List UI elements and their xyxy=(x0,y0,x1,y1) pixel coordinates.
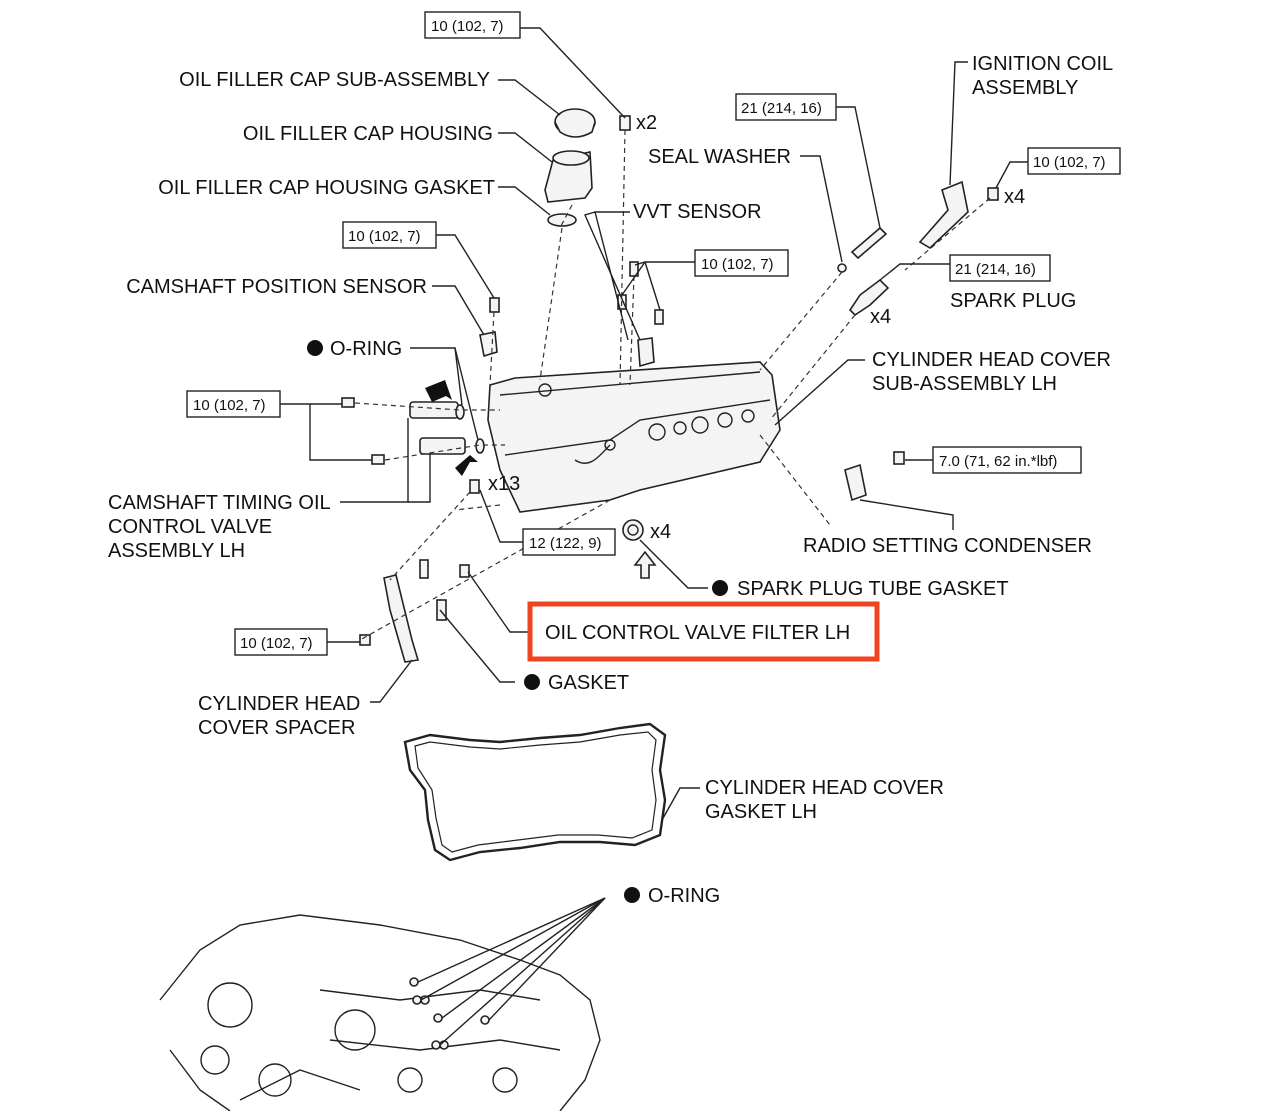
cover-gasket-illustration xyxy=(403,722,667,862)
assembly-lines xyxy=(354,129,991,641)
seal-washer-illustration xyxy=(837,263,847,273)
quantity-cap-bolt: x2 xyxy=(636,112,657,134)
cover-spacer-illustration xyxy=(383,574,420,663)
torque-coil-bolt: 10 (102, 7) xyxy=(1033,154,1106,171)
label-ignition-coil-2: ASSEMBLY xyxy=(972,77,1078,99)
oil-filler-gasket-illustration xyxy=(547,213,577,227)
ignition-coil-illustration xyxy=(918,180,969,249)
label-ocv-filter: OIL CONTROL VALVE FILTER LH xyxy=(545,622,850,644)
label-gasket: GASKET xyxy=(548,672,629,694)
label-camshaft-sensor: CAMSHAFT POSITION SENSOR xyxy=(126,276,427,298)
oil-filler-housing-illustration xyxy=(544,150,593,203)
arrow-icon xyxy=(455,455,478,476)
label-oil-filler-cap: OIL FILLER CAP SUB-ASSEMBLY xyxy=(179,69,490,91)
radio-condenser-illustration xyxy=(844,463,867,502)
torque-coil-top: 21 (214, 16) xyxy=(741,100,822,117)
label-o-ring-top: O-RING xyxy=(330,338,402,360)
cylinder-head-cover-illustration xyxy=(487,361,781,513)
arrow-icon xyxy=(425,380,452,402)
torque-cam-sensor: 10 (102, 7) xyxy=(348,228,421,245)
label-o-ring-bottom: O-RING xyxy=(648,885,720,907)
label-spacer-1: CYLINDER HEAD xyxy=(198,693,360,715)
torque-condenser: 7.0 (71, 62 in.*lbf) xyxy=(939,453,1057,470)
label-cover-gasket-2: GASKET LH xyxy=(705,801,817,823)
label-spark-tube-gasket: SPARK PLUG TUBE GASKET xyxy=(737,578,1009,600)
quantity-coil: x4 xyxy=(1004,186,1025,208)
label-cylinder-cover-2: SUB-ASSEMBLY LH xyxy=(872,373,1057,395)
bullet-icon xyxy=(524,674,540,690)
label-cylinder-cover-1: CYLINDER HEAD COVER xyxy=(872,349,1111,371)
engine-block-illustration xyxy=(159,914,601,1111)
torque-spark: 21 (214, 16) xyxy=(955,261,1036,278)
bolts-illustration xyxy=(341,115,999,646)
leader-lines xyxy=(280,27,1028,1046)
camshaft-position-sensor-illustration xyxy=(479,331,498,358)
label-ocv-1: CAMSHAFT TIMING OIL xyxy=(108,492,331,514)
quantity-spark: x4 xyxy=(870,306,891,328)
ocv-valves-illustration xyxy=(409,401,485,455)
torque-cap-bolt: 10 (102, 7) xyxy=(431,18,504,35)
label-seal-washer: SEAL WASHER xyxy=(648,146,791,168)
label-vvt-sensor: VVT SENSOR xyxy=(633,201,762,223)
torque-cover-bolts: 12 (122, 9) xyxy=(529,535,602,552)
hollow-arrow-icon xyxy=(633,550,657,579)
label-ocv-2: CONTROL VALVE xyxy=(108,516,272,538)
label-spark-plug: SPARK PLUG xyxy=(950,290,1076,312)
quantity-cover-bolts: x13 xyxy=(488,473,520,495)
label-ignition-coil-1: IGNITION COIL xyxy=(972,53,1113,75)
label-radio-condenser: RADIO SETTING CONDENSER xyxy=(803,535,1092,557)
spark-plug-tube-gasket-illustration xyxy=(622,519,644,541)
quantity-tube-gasket: x4 xyxy=(650,521,671,543)
label-ocv-3: ASSEMBLY LH xyxy=(108,540,245,562)
highlight-box xyxy=(527,601,880,662)
label-spacer-2: COVER SPACER xyxy=(198,717,355,739)
label-oil-filler-housing: OIL FILLER CAP HOUSING xyxy=(243,123,493,145)
torque-ocv: 10 (102, 7) xyxy=(193,397,266,414)
oil-filler-cap-illustration xyxy=(554,108,596,138)
bullet-icon xyxy=(712,580,728,596)
bullet-icon xyxy=(307,340,323,356)
vvt-sensor-illustration xyxy=(637,337,655,368)
bullet-icon xyxy=(624,887,640,903)
torque-vvt: 10 (102, 7) xyxy=(701,256,774,273)
label-oil-filler-gasket: OIL FILLER CAP HOUSING GASKET xyxy=(158,177,495,199)
torque-spacer: 10 (102, 7) xyxy=(240,635,313,652)
label-cover-gasket-1: CYLINDER HEAD COVER xyxy=(705,777,944,799)
